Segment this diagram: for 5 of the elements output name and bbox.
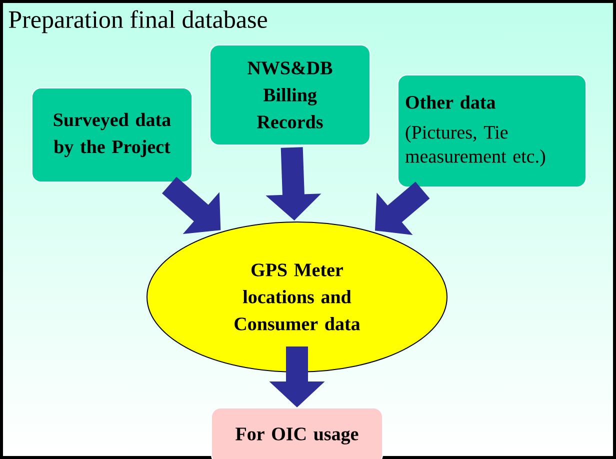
output-box: For OIC usage bbox=[211, 408, 383, 459]
data-box: Surveyed data by the Project bbox=[32, 88, 192, 182]
data-box: NWS&DB Billing Records bbox=[210, 44, 370, 146]
data-box: Other data (Pictures, Tie measurement etc.) bbox=[398, 74, 586, 188]
title: Preparation final database bbox=[8, 10, 267, 34]
